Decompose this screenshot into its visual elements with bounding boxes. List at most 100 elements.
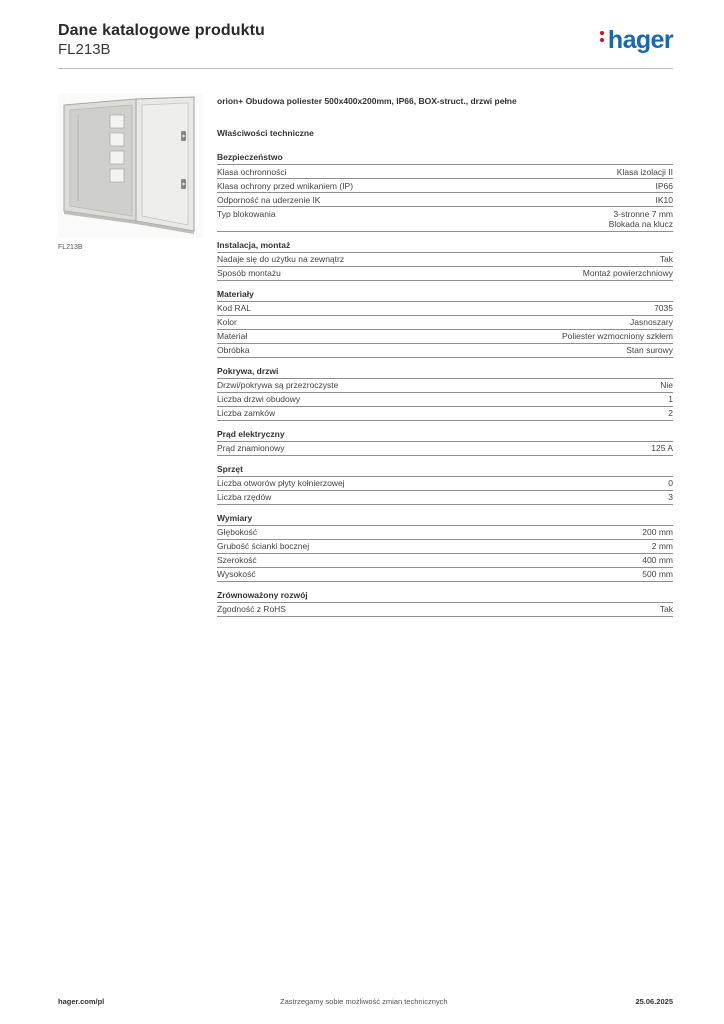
- page-header: Dane katalogowe produktu FL213B hager: [58, 22, 674, 70]
- property-row: Kod RAL 7035: [217, 302, 673, 316]
- property-label: Prąd znamionowy: [217, 443, 285, 453]
- property-value-line: Tak: [659, 604, 673, 614]
- product-image: [58, 93, 203, 238]
- property-value-line: Montaż powierzchniowy: [582, 268, 673, 278]
- property-value: 2: [668, 408, 673, 419]
- property-value: 2 mm: [652, 541, 673, 552]
- property-label: Materiał: [217, 331, 248, 341]
- section-title: Materiały: [217, 288, 673, 302]
- property-label: Kolor: [217, 317, 237, 327]
- property-row: Głębokość 200 mm: [217, 526, 673, 540]
- document-title: Dane katalogowe produktu: [58, 22, 265, 39]
- property-value: Tak: [660, 254, 673, 265]
- property-value: 7035: [654, 303, 673, 314]
- property-row: Klasa ochronności Klasa izolacji II: [217, 165, 673, 179]
- footer-disclaimer: Zastrzegamy sobie możliwość zmian techni…: [280, 997, 448, 1006]
- property-value-line: Tak: [659, 254, 673, 264]
- property-value-line: 125 A: [651, 443, 673, 453]
- section-title: Bezpieczeństwo: [217, 151, 673, 165]
- product-code: FL213B: [58, 41, 111, 58]
- property-row: Nadaje się do użytku na zewnątrz Tak: [217, 253, 673, 267]
- property-value-line: 200 mm: [642, 527, 673, 537]
- property-row: Obróbka Stan surowy: [217, 344, 673, 358]
- property-row: Kolor Jasnoszary: [217, 316, 673, 330]
- property-label: Zgodność z RoHS: [217, 604, 286, 614]
- property-value-line: 7035: [654, 303, 673, 313]
- property-value-line: 1: [668, 394, 673, 404]
- property-value-line: 500 mm: [642, 569, 673, 579]
- property-label: Obróbka: [217, 345, 250, 355]
- property-row: Zgodność z RoHS Tak: [217, 603, 673, 617]
- property-row: Liczba drzwi obudowy 1: [217, 393, 673, 407]
- property-row: Materiał Poliester wzmocniony szkłem: [217, 330, 673, 344]
- page-footer: hager.com/pl Zastrzegamy sobie możliwość…: [58, 997, 673, 1009]
- footer-website: hager.com/pl: [58, 997, 105, 1006]
- property-value: Klasa izolacji II: [617, 167, 673, 178]
- property-value-line: Poliester wzmocniony szkłem: [561, 331, 673, 341]
- logo-text: hager: [607, 26, 674, 54]
- property-value-line: Klasa izolacji II: [616, 166, 673, 177]
- property-value-line: IP66: [655, 180, 674, 191]
- property-label: Szerokość: [217, 555, 257, 565]
- property-label: Wysokość: [217, 569, 256, 579]
- logo-dots-icon: [599, 28, 605, 45]
- property-value-line: 0: [668, 478, 673, 488]
- property-value-line: 400 mm: [642, 555, 673, 565]
- property-value: Stan surowy: [626, 345, 673, 356]
- property-value-line: Blokada na klucz: [608, 219, 673, 229]
- section-title: Pokrywa, drzwi: [217, 365, 673, 379]
- property-value: 200 mm: [642, 527, 673, 538]
- property-row: Wysokość 500 mm: [217, 568, 673, 582]
- property-value: Tak: [660, 604, 673, 615]
- property-label: Grubość ścianki bocznej: [217, 541, 310, 551]
- property-value-line: 3-stronne 7 mm: [613, 208, 673, 219]
- property-value: IP66: [656, 181, 674, 192]
- property-value-line: Nie: [660, 380, 673, 390]
- property-row: Odporność na uderzenie IK IK10: [217, 193, 673, 207]
- section-title: Zrównoważony rozwój: [217, 589, 673, 603]
- property-value: 500 mm: [642, 569, 673, 580]
- property-label: Nadaje się do użytku na zewnątrz: [217, 254, 345, 264]
- property-value-line: Jasnoszary: [630, 317, 673, 327]
- header-divider: [58, 68, 673, 69]
- property-label: Liczba drzwi obudowy: [217, 394, 301, 404]
- property-label: Głębokość: [217, 527, 258, 537]
- property-value-line: IK10: [655, 194, 674, 205]
- property-value: Nie: [660, 380, 673, 391]
- property-label: Odporność na uderzenie IK: [217, 194, 321, 205]
- property-value: IK10: [656, 195, 674, 206]
- property-value-line: 3: [668, 492, 673, 502]
- property-value: 125 A: [651, 443, 673, 454]
- hager-logo: hager: [599, 26, 674, 55]
- section-title: Sprzęt: [217, 463, 673, 477]
- footer-date: 25.06.2025: [635, 997, 673, 1006]
- property-label: Kod RAL: [217, 303, 252, 313]
- property-value-line: 2 mm: [651, 541, 673, 551]
- property-label: Typ blokowania: [217, 208, 276, 219]
- properties-heading: Właściwości techniczne: [217, 128, 314, 138]
- property-value: Montaż powierzchniowy: [583, 268, 673, 279]
- property-value: Poliester wzmocniony szkłem: [562, 331, 673, 342]
- property-value: Jasnoszary: [630, 317, 673, 328]
- property-value-line: Stan surowy: [626, 345, 673, 355]
- technical-data: orion+ Obudowa poliester 500x400x200mm, …: [217, 95, 673, 624]
- property-label: Klasa ochronności: [217, 166, 287, 177]
- section-title: Instalacja, montaż: [217, 239, 673, 253]
- product-description: orion+ Obudowa poliester 500x400x200mm, …: [217, 96, 517, 106]
- property-value: 3: [668, 492, 673, 503]
